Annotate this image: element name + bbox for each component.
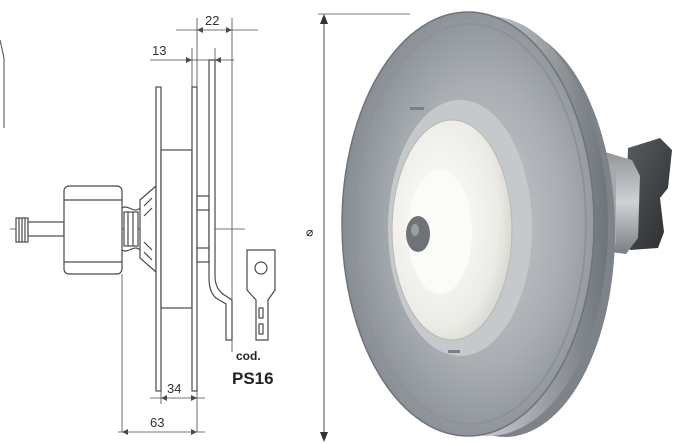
fixing-nut	[196, 195, 210, 263]
pulley-disc-edge	[353, 23, 587, 425]
code-value: PS16	[232, 369, 274, 388]
pulley-flange-right	[191, 86, 198, 392]
pulley-flange-left	[155, 86, 162, 392]
hub-cone	[139, 184, 157, 274]
diameter-arrow-top	[320, 14, 328, 24]
bracket-front-view	[246, 249, 276, 341]
technical-drawing	[0, 13, 410, 442]
bearing-housing	[63, 185, 123, 275]
center-bolt	[406, 216, 430, 252]
stamp-mark	[448, 350, 460, 353]
diameter-arrow-bottom	[320, 432, 328, 442]
code-label: cod.	[236, 349, 261, 363]
stamp-mark	[410, 107, 424, 110]
bolt-shaft	[27, 221, 65, 237]
dim-label-63: 63	[150, 415, 164, 430]
bracket-slot	[258, 323, 264, 335]
bracket-hole	[254, 261, 268, 275]
dim-label-34: 34	[167, 381, 181, 396]
bracket-slot	[258, 307, 264, 319]
bracket-side-view	[208, 59, 233, 341]
pulley-hub-insert	[408, 170, 472, 294]
clamp-spring	[121, 206, 141, 252]
dim-label-13: 13	[152, 43, 166, 58]
dim-label-22: 22	[205, 13, 219, 28]
pulley-groove	[160, 149, 193, 309]
diameter-symbol: ⌀	[306, 225, 313, 239]
center-bolt-highlight	[411, 224, 419, 236]
hub-ribs	[143, 197, 153, 261]
pulley-photo	[341, 11, 672, 437]
clamp-block	[123, 211, 139, 247]
edge-mark	[0, 39, 5, 128]
